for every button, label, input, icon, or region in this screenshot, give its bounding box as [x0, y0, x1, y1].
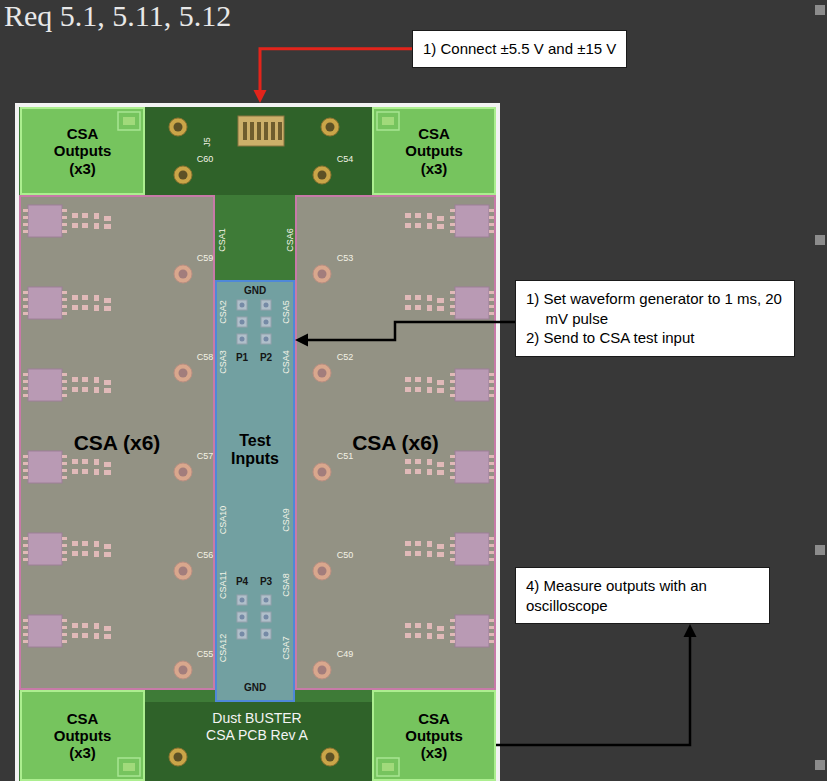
- callout-text: 4) Measure outputs with an oscilloscope: [526, 576, 759, 615]
- silkscreen-label: GND: [244, 683, 266, 693]
- silkscreen-label: C57: [197, 452, 214, 461]
- region-label: Test Inputs: [217, 432, 293, 469]
- silkscreen-label: CSA12: [219, 634, 228, 663]
- silkscreen-label: C59: [197, 254, 214, 263]
- connector: [295, 322, 515, 347]
- csa-region: CSA (x6): [19, 195, 215, 690]
- callout-text: 2) Send to CSA test input: [526, 328, 784, 348]
- silkscreen-label: C52: [337, 353, 354, 362]
- silkscreen-label: CSA2: [219, 300, 228, 324]
- silkscreen-label: C50: [337, 551, 354, 560]
- silkscreen-label: GND: [244, 286, 266, 296]
- arrow-head: [254, 90, 267, 103]
- callout-box: 1) Set waveform generator to 1 ms, 20 mV…: [515, 280, 795, 357]
- connector: [254, 49, 413, 103]
- output-region: CSA Outputs (x3): [20, 690, 145, 781]
- board-name: Dust BUSTER CSA PCB Rev A: [201, 710, 313, 744]
- silkscreen-label: P3: [260, 577, 272, 587]
- callout-box: 4) Measure outputs with an oscilloscope: [515, 567, 770, 624]
- page-title: Req 5.1, 5.11, 5.12: [4, 0, 231, 32]
- connector-line: [306, 322, 515, 340]
- silkscreen-label: CSA9: [282, 508, 291, 532]
- output-region: CSA Outputs (x3): [372, 690, 496, 781]
- region-label: CSA (x6): [74, 431, 161, 455]
- silkscreen-label: P4: [236, 577, 248, 587]
- region-label: CSA Outputs (x3): [47, 710, 119, 762]
- silkscreen-label: P1: [236, 353, 248, 363]
- silkscreen-label: C58: [197, 353, 214, 362]
- silkscreen-label: CSA4: [282, 350, 291, 374]
- callout-text: 1) Connect ±5.5 V and ±15 V: [423, 39, 616, 59]
- silkscreen-label: C55: [197, 650, 214, 659]
- silkscreen-label: CSA6: [286, 228, 295, 252]
- silkscreen-label: C60: [197, 155, 214, 164]
- silkscreen-label: CSA11: [219, 571, 228, 599]
- region-label: CSA Outputs (x3): [47, 125, 119, 177]
- region-label: CSA (x6): [352, 431, 439, 455]
- silkscreen-label: J5: [203, 137, 212, 147]
- csa-region: CSA (x6): [295, 195, 496, 690]
- silkscreen-label: CSA8: [282, 573, 291, 597]
- silkscreen-label: C51: [337, 452, 354, 461]
- pcb-board: Dust BUSTER CSA PCB Rev A CSA Outputs (x3…: [15, 103, 500, 781]
- connector: [496, 624, 697, 745]
- silkscreen-label: CSA10: [219, 506, 228, 535]
- connector-line: [260, 49, 412, 92]
- silkscreen-label: C56: [197, 551, 214, 560]
- arrow-head: [684, 624, 697, 637]
- region-label: CSA Outputs (x3): [398, 710, 470, 762]
- silkscreen-label: C53: [337, 254, 354, 263]
- callout-text: 1) Set waveform generator to 1 ms, 20 mV…: [526, 289, 784, 328]
- silkscreen-label: CSA7: [282, 636, 291, 660]
- silkscreen-label: CSA5: [282, 300, 291, 324]
- output-region: CSA Outputs (x3): [372, 107, 496, 195]
- arrow-head: [295, 334, 308, 347]
- output-region: CSA Outputs (x3): [20, 107, 145, 195]
- silkscreen-label: CSA1: [218, 228, 227, 252]
- silkscreen-label: P2: [260, 353, 272, 363]
- silkscreen-label: C49: [337, 650, 354, 659]
- silkscreen-label: CSA3: [219, 350, 228, 374]
- region-label: CSA Outputs (x3): [398, 125, 470, 177]
- callout-box: 1) Connect ±5.5 V and ±15 V: [412, 30, 627, 68]
- silkscreen-label: C54: [337, 155, 354, 164]
- connector-line: [496, 635, 690, 745]
